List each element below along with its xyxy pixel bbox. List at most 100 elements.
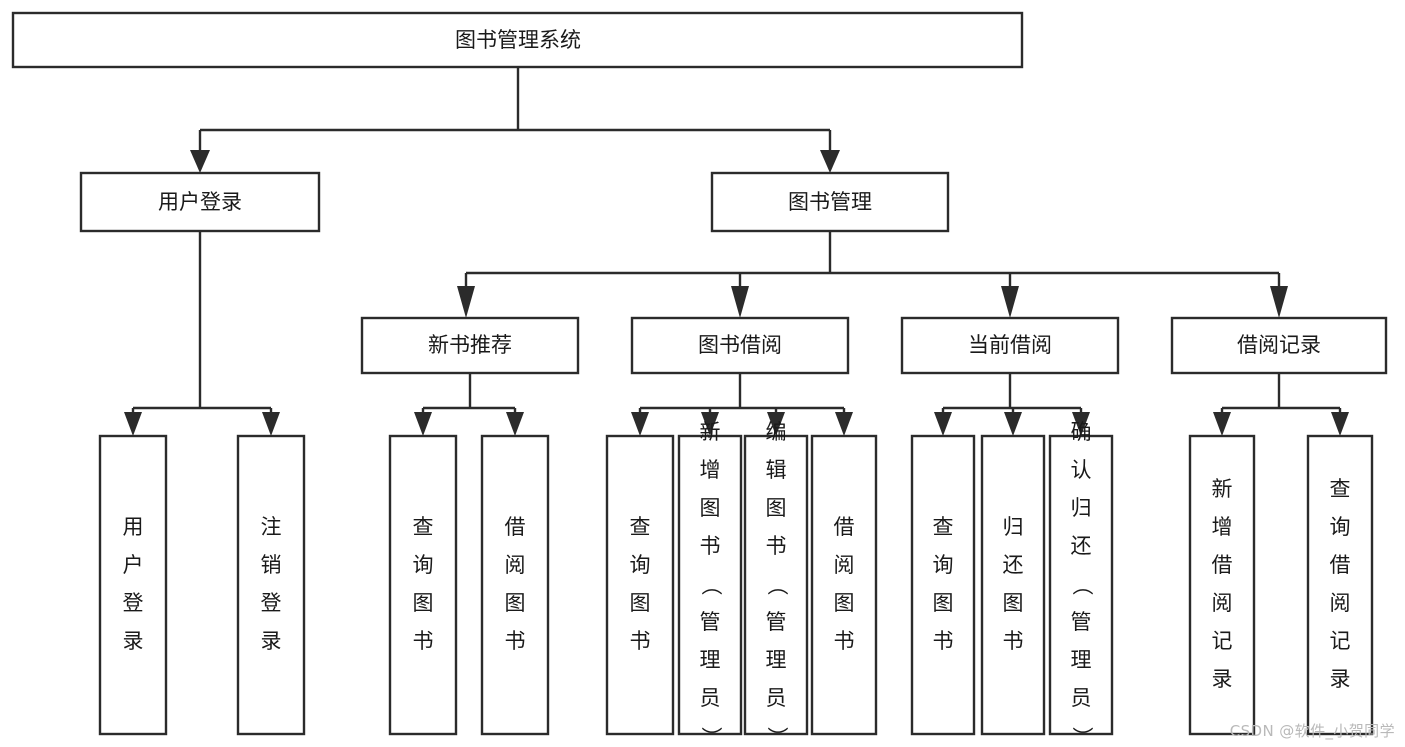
node-leaf-add-book-box[interactable]	[677, 434, 743, 736]
svg-text:询: 询	[413, 553, 434, 577]
node-leaf-edit-book-box[interactable]	[743, 434, 809, 736]
svg-text:管: 管	[1071, 610, 1092, 634]
svg-text:借: 借	[1330, 553, 1351, 577]
svg-text:登: 登	[123, 591, 144, 615]
node-root-box[interactable]	[11, 11, 1024, 69]
node-leaf-query-borrow-record-box[interactable]	[1306, 434, 1374, 736]
svg-text:管: 管	[700, 610, 721, 634]
node-borrow-records[interactable]: 借阅记录	[1170, 316, 1388, 375]
node-user-login[interactable]: 用户登录	[79, 171, 321, 233]
arrow-head-leaf-confirm-return	[1072, 412, 1090, 436]
svg-text:图: 图	[766, 496, 787, 520]
svg-text:编: 编	[766, 420, 787, 444]
svg-text:图: 图	[413, 591, 434, 615]
svg-text:录: 录	[1212, 667, 1233, 691]
node-current-borrow-box[interactable]	[900, 316, 1120, 375]
node-user-login-box[interactable]	[79, 171, 321, 233]
svg-text:新: 新	[700, 420, 721, 444]
node-borrow-records-box[interactable]	[1170, 316, 1388, 375]
svg-text:）: ）	[765, 727, 789, 747]
svg-text:查: 查	[413, 515, 434, 539]
node-leaf-borrow-books-recommend-box[interactable]	[480, 434, 550, 736]
svg-text:书: 书	[413, 629, 434, 653]
svg-text:录: 录	[261, 629, 282, 653]
node-new-book-recommend-label: 新书推荐	[428, 333, 512, 357]
svg-text:户: 户	[123, 553, 144, 577]
svg-text:阅: 阅	[834, 553, 855, 577]
arrow-head-leaf-edit-book	[767, 412, 785, 436]
svg-text:图: 图	[933, 591, 954, 615]
node-leaf-add-borrow-record-box[interactable]	[1188, 434, 1256, 736]
arrow-head-borrow-records	[1270, 286, 1288, 318]
node-borrow-records-label: 借阅记录	[1237, 333, 1321, 357]
svg-text:查: 查	[630, 515, 651, 539]
svg-text:销: 销	[261, 553, 282, 577]
node-leaf-query-books-borrow-box[interactable]	[605, 434, 675, 736]
arrow-head-leaf-return-book	[1004, 412, 1022, 436]
svg-text:增: 增	[700, 458, 721, 482]
arrow-head-leaf-user-logout	[262, 412, 280, 436]
node-root[interactable]: 图书管理系统	[11, 11, 1024, 69]
node-book-borrow[interactable]: 图书借阅	[630, 316, 850, 375]
svg-text:书: 书	[933, 629, 954, 653]
node-leaf-confirm-return-box[interactable]	[1048, 434, 1114, 736]
svg-text:阅: 阅	[1330, 591, 1351, 615]
node-leaf-user-login-label: 用户登录	[123, 515, 144, 653]
arrow-head-leaf-borrow-book	[835, 412, 853, 436]
node-book-management[interactable]: 图书管理	[710, 171, 950, 233]
svg-text:询: 询	[1330, 515, 1351, 539]
node-root-label: 图书管理系统	[455, 28, 581, 52]
svg-text:用: 用	[123, 515, 144, 539]
node-leaf-query-books-current-box[interactable]	[910, 434, 976, 736]
svg-text:书: 书	[834, 629, 855, 653]
node-leaf-user-login-box[interactable]	[98, 434, 168, 736]
node-leaf-user-login[interactable]: 用户登录	[98, 434, 168, 736]
node-current-borrow[interactable]: 当前借阅	[900, 316, 1120, 375]
svg-text:新: 新	[1212, 477, 1233, 501]
svg-text:查: 查	[1330, 477, 1351, 501]
node-leaf-user-logout-box[interactable]	[236, 434, 306, 736]
svg-text:理: 理	[1071, 648, 1092, 672]
svg-text:录: 录	[1330, 667, 1351, 691]
svg-text:归: 归	[1071, 496, 1092, 520]
node-book-management-box[interactable]	[710, 171, 950, 233]
node-new-book-recommend[interactable]: 新书推荐	[360, 316, 580, 375]
svg-text:）: ）	[1070, 727, 1094, 747]
svg-text:）: ）	[699, 727, 723, 747]
svg-text:借: 借	[1212, 553, 1233, 577]
arrow-head-leaf-user-login	[124, 412, 142, 436]
node-leaf-return-book-box[interactable]	[980, 434, 1046, 736]
node-book-borrow-box[interactable]	[630, 316, 850, 375]
svg-text:书: 书	[1003, 629, 1024, 653]
node-leaf-borrow-book-box[interactable]	[810, 434, 878, 736]
node-new-book-recommend-box[interactable]	[360, 316, 580, 375]
node-current-borrow-label: 当前借阅	[968, 333, 1052, 357]
node-leaf-query-books-recommend-box[interactable]	[388, 434, 458, 736]
svg-text:图: 图	[1003, 591, 1024, 615]
arrow-head-user-login	[190, 150, 210, 173]
arrow-head-leaf-query-borrow-record	[1331, 412, 1349, 436]
svg-text:（: （	[1070, 575, 1094, 596]
